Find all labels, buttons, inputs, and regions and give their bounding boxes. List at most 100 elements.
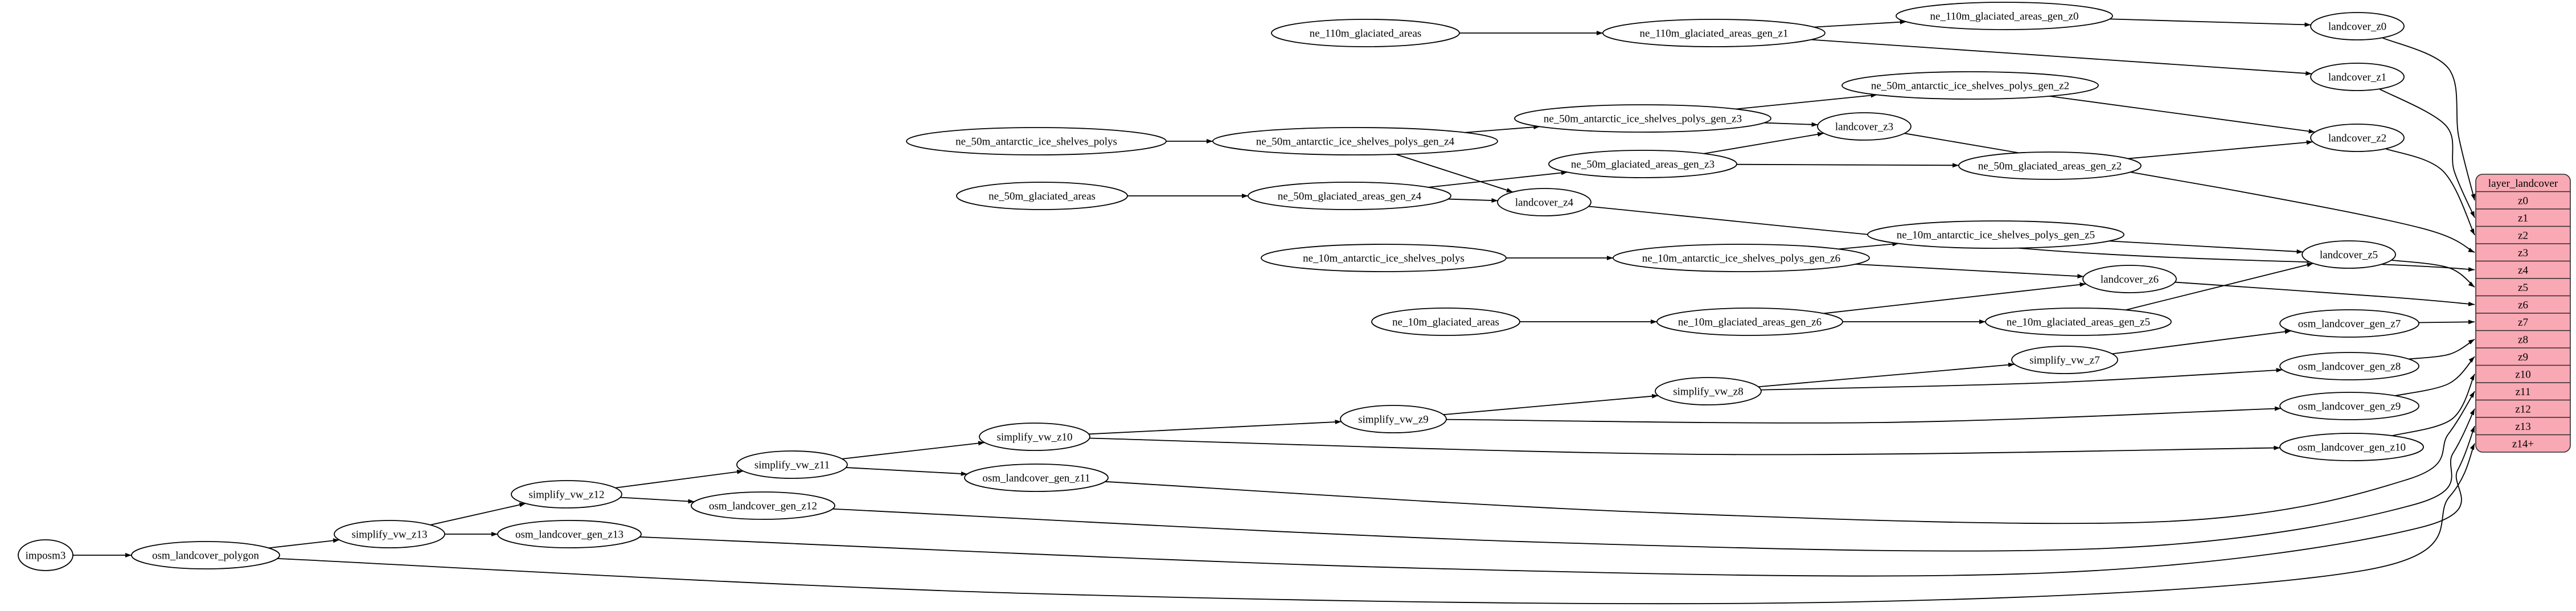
edge-simplify_vw_z12-to-osm_landcover_gen_z12 xyxy=(620,497,695,504)
edge-simplify_vw_z13-to-simplify_vw_z12 xyxy=(430,502,526,526)
node-shape-osm_landcover_gen_z9 xyxy=(2279,392,2419,420)
edge-simplify_vw_z11-to-simplify_vw_z10 xyxy=(842,441,985,460)
node-label-simplify_vw_z12: simplify_vw_z12 xyxy=(529,489,605,501)
node-imposm3: imposm3 xyxy=(18,539,73,571)
layer-table-row-z8: z8 xyxy=(2518,334,2528,346)
layer-table-row-z10: z10 xyxy=(2515,368,2530,380)
node-label-osm_landcover_gen_z11: osm_landcover_gen_z11 xyxy=(982,473,1090,485)
layer-table-row-z2: z2 xyxy=(2518,229,2528,241)
table-layer: layer_landcoverz0z1z2z3z4z5z6z7z8z9z10z1… xyxy=(2475,174,2571,453)
node-landcover_z1: landcover_z1 xyxy=(2310,63,2405,91)
node-shape-landcover_z4 xyxy=(1497,188,1591,216)
node-label-ne_50m_glaciated_areas_gen_z2: ne_50m_glaciated_areas_gen_z2 xyxy=(1978,161,2122,173)
edge-landcover_z2-to-z2 xyxy=(2385,148,2475,236)
node-shape-osm_landcover_gen_z10 xyxy=(2279,433,2424,461)
layer-table-row-z4: z4 xyxy=(2518,264,2528,276)
node-shape-ne_50m_glaciated_areas_gen_z2 xyxy=(1958,151,2142,180)
edge-simplify_vw_z12-to-simplify_vw_z11 xyxy=(615,469,744,489)
node-label-ne_50m_antarctic_ice_shelves_polys_gen_z2: ne_50m_antarctic_ice_shelves_polys_gen_z… xyxy=(1871,80,2069,92)
node-label-ne_10m_glaciated_areas: ne_10m_glaciated_areas xyxy=(1392,317,1499,329)
node-ne_50m_antarctic_ice_shelves_polys_gen_z3: ne_50m_antarctic_ice_shelves_polys_gen_z… xyxy=(1514,104,1771,133)
node-shape-osm_landcover_gen_z11 xyxy=(964,464,1109,492)
layer-table-row-z7: z7 xyxy=(2518,317,2528,329)
node-label-simplify_vw_z11: simplify_vw_z11 xyxy=(754,460,830,471)
node-shape-simplify_vw_z9 xyxy=(1340,405,1447,433)
node-landcover_z6: landcover_z6 xyxy=(2082,265,2177,293)
node-landcover_z4: landcover_z4 xyxy=(1497,188,1591,216)
edge-simplify_vw_z11-to-osm_landcover_gen_z11 xyxy=(846,467,967,476)
edge-ne_50m_glaciated_areas_gen_z3-to-ne_50m_glaciated_areas_gen_z2 xyxy=(1736,163,1959,168)
node-osm_landcover_gen_z12: osm_landcover_gen_z12 xyxy=(691,491,835,520)
node-label-ne_50m_glaciated_areas_gen_z4: ne_50m_glaciated_areas_gen_z4 xyxy=(1278,191,1422,203)
node-label-osm_landcover_gen_z10: osm_landcover_gen_z10 xyxy=(2298,442,2406,454)
node-label-ne_10m_glaciated_areas_gen_z6: ne_10m_glaciated_areas_gen_z6 xyxy=(1678,317,1822,329)
node-osm_landcover_polygon: osm_landcover_polygon xyxy=(131,541,280,569)
node-landcover_z5: landcover_z5 xyxy=(2302,240,2396,269)
layer-table-row-z13: z13 xyxy=(2515,421,2530,433)
edge-ne_10m_antarctic_ice_shelves_polys_gen_z6-to-landcover_z6 xyxy=(1855,263,2084,279)
edge-ne_50m_glaciated_areas_gen_z4-to-landcover_z4 xyxy=(1448,198,1498,203)
edge-ne_50m_antarctic_ice_shelves_polys_gen_z4-to-ne_50m_antarctic_ice_shelves_polys_gen_z3 xyxy=(1465,125,1540,133)
node-label-simplify_vw_z10: simplify_vw_z10 xyxy=(997,432,1073,444)
node-ne_50m_glaciated_areas_gen_z2: ne_50m_glaciated_areas_gen_z2 xyxy=(1958,151,2142,180)
node-ne_110m_glaciated_areas_gen_z1: ne_110m_glaciated_areas_gen_z1 xyxy=(1602,19,1826,47)
edge-landcover_z0-to-z0 xyxy=(2382,37,2476,200)
node-label-simplify_vw_z7: simplify_vw_z7 xyxy=(2029,355,2100,367)
layer-table-row-z9: z9 xyxy=(2518,351,2528,363)
node-simplify_vw_z9: simplify_vw_z9 xyxy=(1340,405,1447,433)
node-shape-landcover_z5 xyxy=(2302,240,2396,269)
node-label-ne_110m_glaciated_areas_gen_z1: ne_110m_glaciated_areas_gen_z1 xyxy=(1640,28,1789,40)
edge-simplify_vw_z10-to-osm_landcover_gen_z10 xyxy=(1089,437,2280,456)
node-label-landcover_z0: landcover_z0 xyxy=(2328,21,2386,33)
node-shape-simplify_vw_z10 xyxy=(979,423,1090,451)
node-shape-osm_landcover_gen_z12 xyxy=(691,491,835,520)
node-shape-simplify_vw_z11 xyxy=(736,450,848,479)
layer-table-row-z11: z11 xyxy=(2516,386,2531,398)
node-shape-landcover_z6 xyxy=(2082,265,2177,293)
node-label-landcover_z5: landcover_z5 xyxy=(2320,249,2378,261)
layer-table-row-z6: z6 xyxy=(2518,299,2528,311)
edge-osm_landcover_gen_z12-to-z12 xyxy=(832,408,2475,552)
node-label-ne_10m_antarctic_ice_shelves_polys_gen_z6: ne_10m_antarctic_ice_shelves_polys_gen_z… xyxy=(1642,253,1840,265)
node-landcover_z0: landcover_z0 xyxy=(2310,12,2405,40)
node-shape-ne_10m_glaciated_areas_gen_z6 xyxy=(1656,307,1843,336)
node-ne_10m_glaciated_areas_gen_z5: ne_10m_glaciated_areas_gen_z5 xyxy=(1985,307,2172,336)
layer-table-title: layer_landcover xyxy=(2488,178,2558,190)
node-osm_landcover_gen_z8: osm_landcover_gen_z8 xyxy=(2279,352,2419,380)
node-shape-simplify_vw_z7 xyxy=(2011,346,2118,374)
edge-landcover_z6-to-z6 xyxy=(2175,281,2475,306)
node-label-landcover_z4: landcover_z4 xyxy=(1515,197,1574,209)
node-ne_110m_glaciated_areas_gen_z0: ne_110m_glaciated_areas_gen_z0 xyxy=(1896,2,2113,30)
edge-ne_50m_antarctic_ice_shelves_polys_gen_z2-to-landcover_z2 xyxy=(2049,95,2315,134)
node-ne_50m_glaciated_areas: ne_50m_glaciated_areas xyxy=(956,182,1128,210)
node-label-ne_10m_antarctic_ice_shelves_polys: ne_10m_antarctic_ice_shelves_polys xyxy=(1303,253,1465,265)
node-shape-landcover_z0 xyxy=(2310,12,2405,40)
node-shape-ne_10m_glaciated_areas xyxy=(1371,307,1520,336)
node-osm_landcover_gen_z11: osm_landcover_gen_z11 xyxy=(964,464,1109,492)
node-shape-simplify_vw_z13 xyxy=(334,520,445,548)
node-ne_50m_antarctic_ice_shelves_polys: ne_50m_antarctic_ice_shelves_polys xyxy=(906,127,1167,155)
node-landcover_z2: landcover_z2 xyxy=(2310,124,2405,152)
edge-simplify_vw_z10-to-simplify_vw_z9 xyxy=(1089,420,1342,435)
node-label-osm_landcover_polygon: osm_landcover_polygon xyxy=(152,550,259,562)
edge-layer xyxy=(72,18,2476,605)
node-shape-simplify_vw_z8 xyxy=(1655,377,1762,405)
node-simplify_vw_z11: simplify_vw_z11 xyxy=(736,450,848,479)
node-shape-ne_50m_glaciated_areas xyxy=(956,182,1128,210)
node-landcover_z3: landcover_z3 xyxy=(1817,112,1912,141)
node-shape-ne_50m_antarctic_ice_shelves_polys_gen_z4 xyxy=(1212,127,1498,155)
node-shape-ne_50m_glaciated_areas_gen_z4 xyxy=(1248,182,1451,210)
edge-osm_landcover_gen_z10-to-z10 xyxy=(2392,374,2475,437)
node-label-landcover_z1: landcover_z1 xyxy=(2328,72,2386,84)
edge-ne_50m_antarctic_ice_shelves_polys_gen_z3-to-landcover_z3 xyxy=(1764,122,1818,127)
edge-ne_10m_glaciated_areas_gen_z5-to-landcover_z5 xyxy=(2125,263,2314,311)
node-label-ne_50m_glaciated_areas_gen_z3: ne_50m_glaciated_areas_gen_z3 xyxy=(1571,159,1714,171)
node-shape-ne_50m_antarctic_ice_shelves_polys xyxy=(906,127,1167,155)
edge-osm_landcover_gen_z13-to-z13 xyxy=(639,425,2475,577)
layer-table-row-z12: z12 xyxy=(2515,403,2530,415)
node-label-landcover_z6: landcover_z6 xyxy=(2101,274,2159,286)
edge-simplify_vw_z7-to-osm_landcover_gen_z7 xyxy=(2112,329,2291,355)
edge-simplify_vw_z8-to-simplify_vw_z7 xyxy=(1758,362,2015,388)
node-label-ne_50m_glaciated_areas: ne_50m_glaciated_areas xyxy=(988,191,1096,203)
